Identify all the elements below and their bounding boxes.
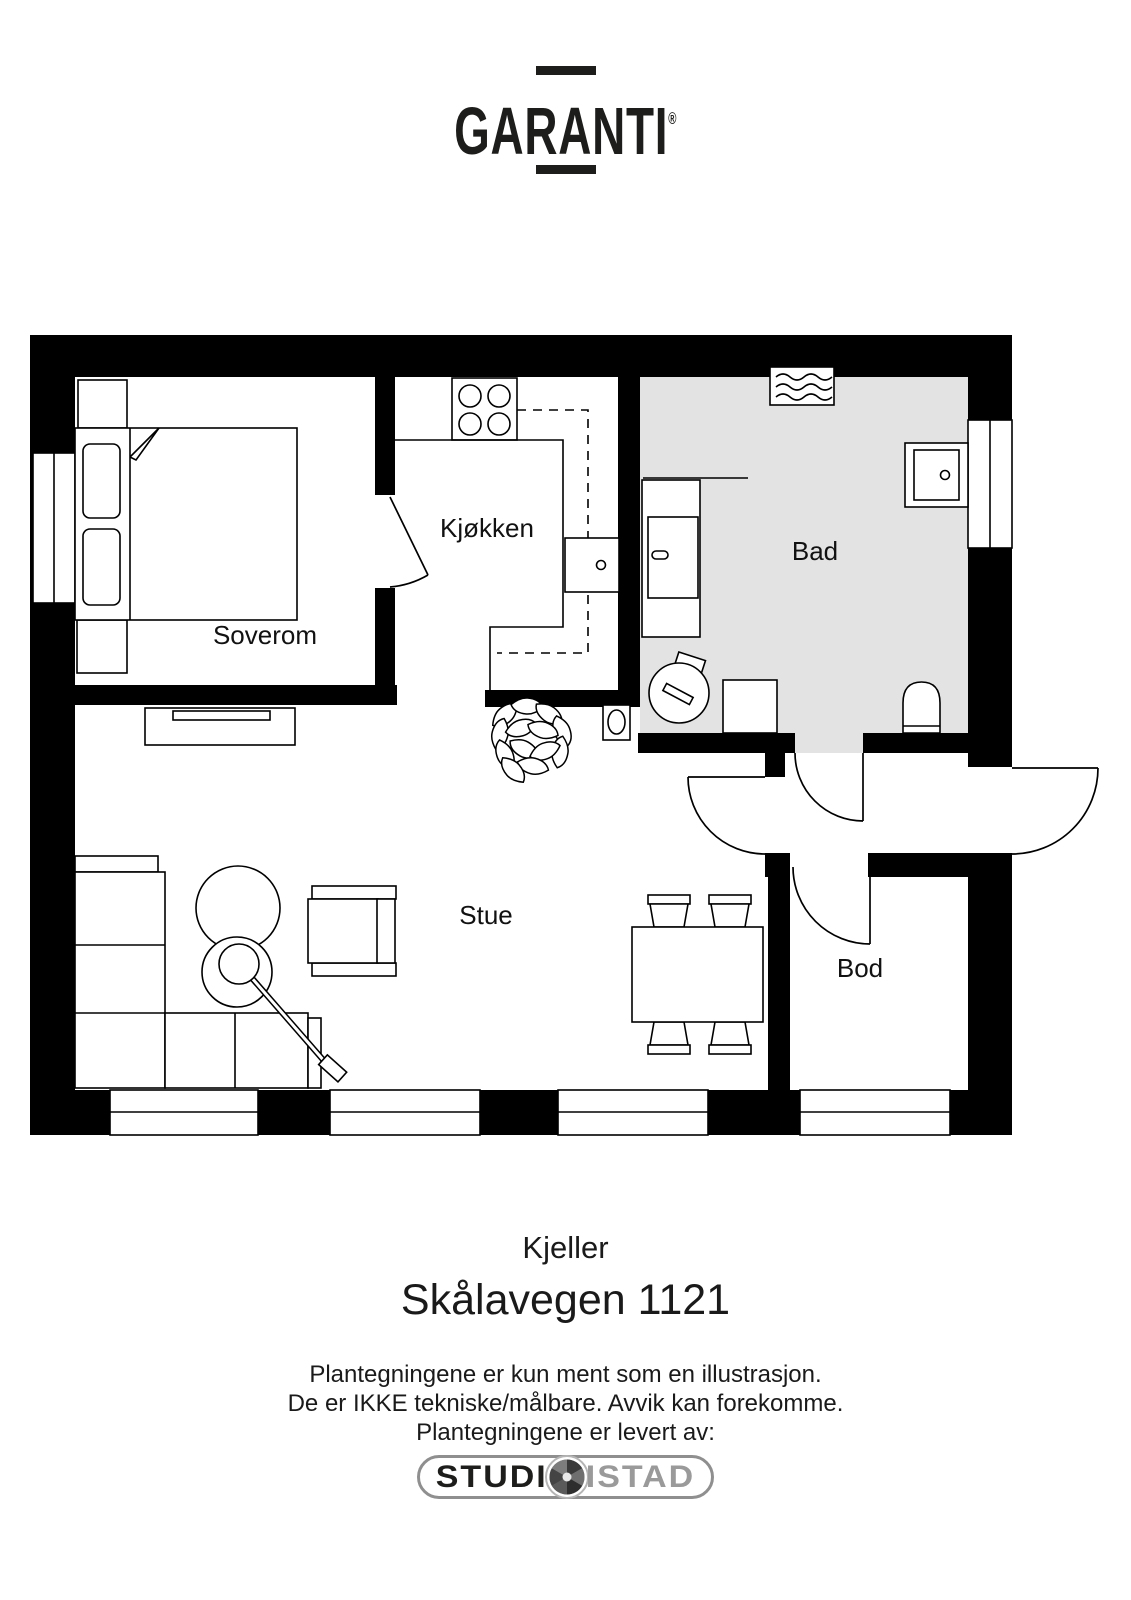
round-table-and-lamp-icon [195, 865, 348, 1084]
shower-cabinet-icon [641, 479, 701, 638]
bed-icon [74, 427, 298, 621]
dining-table [631, 926, 764, 1023]
window-bottom-4 [799, 1089, 951, 1136]
provider-logo: STUDI ISTAD [416, 1455, 715, 1499]
provider-logo-part1: STUDI [435, 1459, 548, 1495]
room-label-kjokken: Kjøkken [440, 513, 534, 543]
doors [389, 496, 1099, 945]
kitchen-upper-cabinets [497, 409, 589, 654]
provider-logo-part2: ISTAD [585, 1459, 696, 1495]
room-label-stue: Stue [459, 900, 513, 930]
nightstand-bottom [76, 619, 128, 674]
brand-header: GARANTI® [0, 0, 1131, 174]
disclaimer-line-1: Plantegningene er kun ment som en illust… [309, 1361, 822, 1388]
window-bottom-3 [557, 1089, 709, 1136]
sideboard-icon [144, 707, 296, 746]
page-title-address: Skålavegen 1121 [400, 1276, 731, 1324]
brand-bar-bottom [535, 165, 596, 174]
room-label-bad: Bad [792, 536, 838, 566]
room-labels: Soverom Kjøkken Bad Stue Bod [213, 513, 883, 983]
room-label-bod: Bod [837, 953, 883, 983]
door-bedroom [389, 496, 429, 588]
windows [32, 419, 1013, 1136]
disclaimer-line-3: Plantegningene er levert av: [416, 1419, 715, 1446]
livingroom-furniture [74, 855, 764, 1089]
door-bathroom [794, 752, 864, 822]
kitchen-sink-icon [564, 537, 620, 593]
footer: Kjeller Skålavegen 1121 Plantegningene e… [0, 1230, 1131, 1499]
door-hall [687, 776, 766, 855]
bathroom-fixtures [641, 366, 969, 734]
stove-icon [451, 377, 518, 441]
brand-logo: GARANTI® [454, 95, 677, 165]
kitchen-fixtures [395, 377, 631, 741]
window-bathroom-right [967, 419, 1013, 549]
window-bottom-2 [329, 1089, 481, 1136]
disclaimer-line-2: De er IKKE tekniske/målbare. Avvik kan f… [287, 1390, 844, 1417]
toilet-icon [902, 681, 941, 734]
registered-mark: ® [668, 109, 677, 129]
armchair-icon [307, 885, 397, 977]
dining-set-icon [631, 894, 764, 1055]
bathroom-sink-icon [904, 442, 969, 508]
brand-name: GARANTI [454, 94, 669, 170]
door-bod [792, 866, 871, 945]
aperture-icon [544, 1455, 589, 1499]
laundry-cabinet [722, 679, 778, 734]
brand-bar-top [535, 66, 596, 75]
disclaimer: Plantegningene er kun ment som en illust… [0, 1360, 1131, 1447]
bedroom-furniture [74, 379, 298, 746]
door-entry [1011, 767, 1099, 855]
floor-label: Kjeller [522, 1230, 609, 1265]
washing-machine-icon [648, 651, 710, 724]
radiator-icon [769, 366, 835, 406]
kitchen-counter [395, 439, 564, 690]
window-bottom-1 [109, 1089, 259, 1136]
drain-fixture [602, 704, 631, 741]
window-bedroom-left [32, 452, 76, 604]
nightstand-top [77, 379, 128, 429]
sofa-icon [74, 855, 322, 1089]
room-label-soverom: Soverom [213, 620, 317, 650]
